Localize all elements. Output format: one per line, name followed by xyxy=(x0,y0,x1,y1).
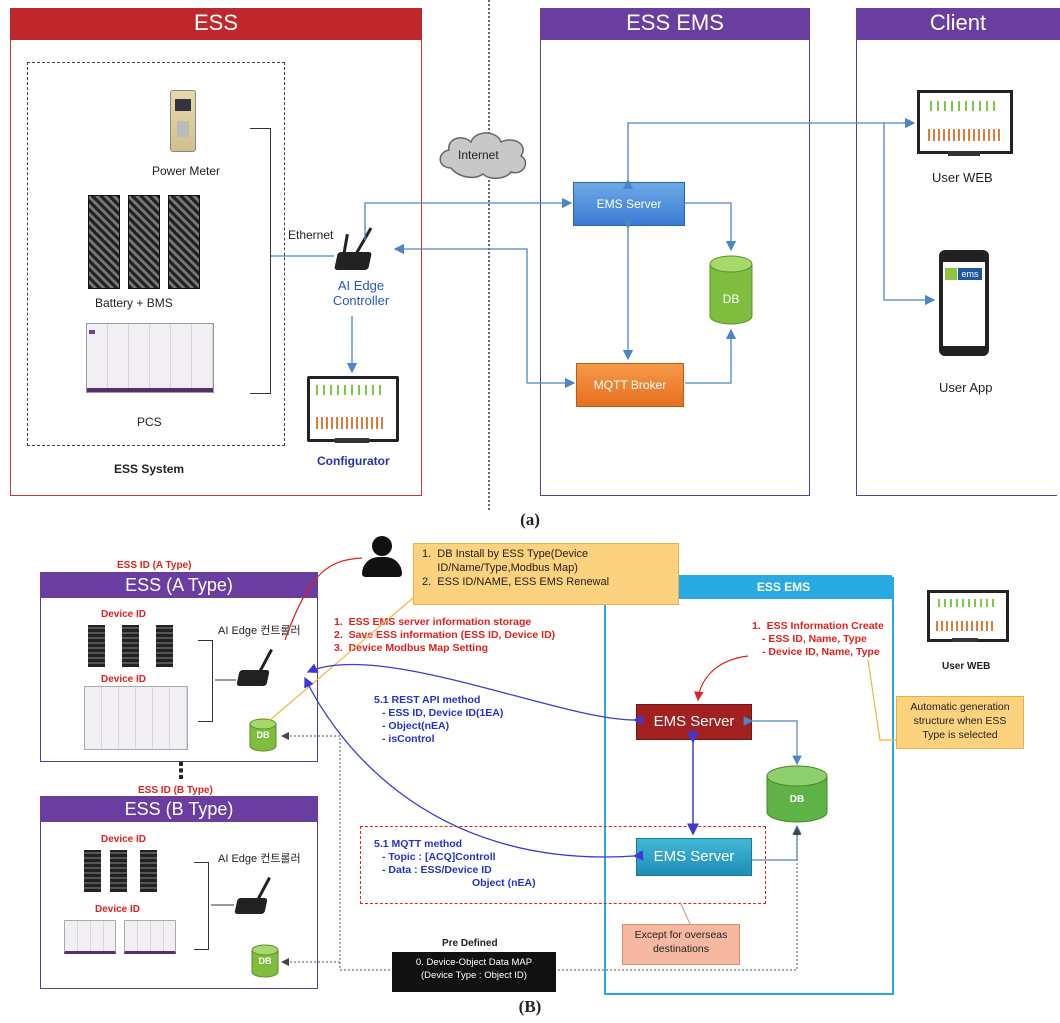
ess-b-db-label: DB xyxy=(258,956,272,966)
caption-b: (B) xyxy=(518,997,542,1016)
predefined-label: Pre Defined xyxy=(442,938,498,949)
note-top-line-2: ID/Name/Type,Modbus Map) xyxy=(422,562,578,574)
ess-system-label: ESS System xyxy=(114,462,185,476)
section-divider xyxy=(488,0,490,510)
power-meter-label: Power Meter xyxy=(152,164,221,178)
battery-label: Battery + BMS xyxy=(95,296,173,310)
auto-note-line-3: Type is selected xyxy=(922,729,998,741)
overseas-line-1: Except for overseas xyxy=(634,929,728,941)
step-1: 1. ESS EMS server information storage xyxy=(334,616,532,628)
ess-a-db-icon xyxy=(249,718,277,752)
b-db-label: DB xyxy=(789,794,805,805)
panel-a-connectors xyxy=(271,117,936,389)
b-ems-title: ESS EMS xyxy=(675,575,892,599)
step-3: 3. Device Modbus Map Setting xyxy=(334,642,489,654)
b-db-cylinder-icon xyxy=(766,765,828,823)
ess-a-title: ESS (A Type) xyxy=(40,572,318,598)
b-user-web-monitor-icon xyxy=(927,590,1009,642)
auto-note-line-1: Automatic generation xyxy=(910,701,1010,713)
overseas-note: Except for overseas destinations xyxy=(622,924,740,965)
db-label: DB xyxy=(722,292,740,306)
db-cylinder-icon xyxy=(709,255,753,325)
client-panel-title: Client xyxy=(856,8,1060,40)
auto-generation-note: Automatic generation structure when ESS … xyxy=(896,696,1024,749)
step-2: 2. Save ESS information (ESS ID, Device … xyxy=(334,629,556,641)
ems-server-box: EMS Server xyxy=(573,182,685,226)
ess-b-title: ESS (B Type) xyxy=(40,796,318,822)
device-bracket xyxy=(250,128,271,394)
ess-b-device-id-1: Device ID xyxy=(101,834,147,845)
mqtt-3: - Data : ESS/Device ID xyxy=(382,864,492,876)
dots-separator: ⋮ xyxy=(170,758,192,783)
map-line-1: 0. Device-Object Data MAP xyxy=(415,957,533,968)
user-web-label: User WEB xyxy=(932,170,993,185)
configurator-label: Configurator xyxy=(317,454,390,468)
ess-a-id-label: ESS ID (A Type) xyxy=(117,560,192,571)
mqtt-4: Object (nEA) xyxy=(472,877,536,889)
caption-a: (a) xyxy=(520,510,540,529)
auto-note-line-2: structure when ESS xyxy=(913,715,1007,727)
user-app-phone-icon: ems xyxy=(939,250,989,356)
controller-label: AI Edge Controller xyxy=(332,278,390,308)
pcs-label: PCS xyxy=(137,415,162,429)
mqtt-broker-box: MQTT Broker xyxy=(576,363,684,407)
ess-a-device-id-2: Device ID xyxy=(101,674,147,685)
ess-system-box xyxy=(27,62,285,446)
configurator-monitor-icon xyxy=(307,376,399,442)
map-line-2: (Device Type : Object ID) xyxy=(421,970,527,981)
internet-cloud-icon xyxy=(439,132,527,179)
b-ems-server-box-2: EMS Server xyxy=(636,838,752,876)
ess-b-bracket xyxy=(194,862,209,950)
note-top: 1. DB Install by ESS Type(Device ID/Name… xyxy=(413,543,679,605)
note-top-line-3: 2. ESS ID/NAME, ESS EMS Renewal xyxy=(422,576,610,588)
ess-a-controller-label: AI Edge 컨트롤러 xyxy=(218,625,301,637)
overseas-line-2: destinations xyxy=(652,943,710,955)
app-logo: ems xyxy=(958,268,982,280)
object-data-map-box: 0. Device-Object Data MAP (Device Type :… xyxy=(392,952,556,992)
ess-b-device-id-2: Device ID xyxy=(95,904,141,915)
ess-b-db-icon xyxy=(251,944,279,978)
steps-list: 1. ESS EMS server information storage 2.… xyxy=(334,616,555,655)
info-create-list: 1. ESS Information Create - ESS ID, Name… xyxy=(752,620,884,659)
info-create-3: - Device ID, Name, Type xyxy=(762,646,880,658)
ess-a-db-label: DB xyxy=(256,730,270,740)
ess-a-bracket xyxy=(198,640,213,722)
user-app-label: User App xyxy=(939,380,993,395)
note-top-line-1: 1. DB Install by ESS Type(Device xyxy=(422,548,589,560)
info-create-2: - ESS ID, Name, Type xyxy=(762,633,867,645)
ems-panel-title: ESS EMS xyxy=(540,8,810,40)
ethernet-label: Ethernet xyxy=(288,228,334,242)
power-meter-icon xyxy=(170,90,196,152)
ess-panel-title: ESS xyxy=(10,8,422,40)
ess-a-device-id-1: Device ID xyxy=(101,609,147,620)
ess-a-pcs-icon xyxy=(84,686,188,750)
b-user-web-label: User WEB xyxy=(942,661,991,672)
ess-b-id-label: ESS ID (B Type) xyxy=(138,785,213,796)
ess-b-controller-label: AI Edge 컨트롤러 xyxy=(218,853,301,865)
internet-label: Internet xyxy=(458,148,499,162)
user-web-monitor-icon xyxy=(917,90,1013,154)
pcs-icon xyxy=(86,323,214,393)
info-create-1: 1. ESS Information Create xyxy=(752,620,884,632)
